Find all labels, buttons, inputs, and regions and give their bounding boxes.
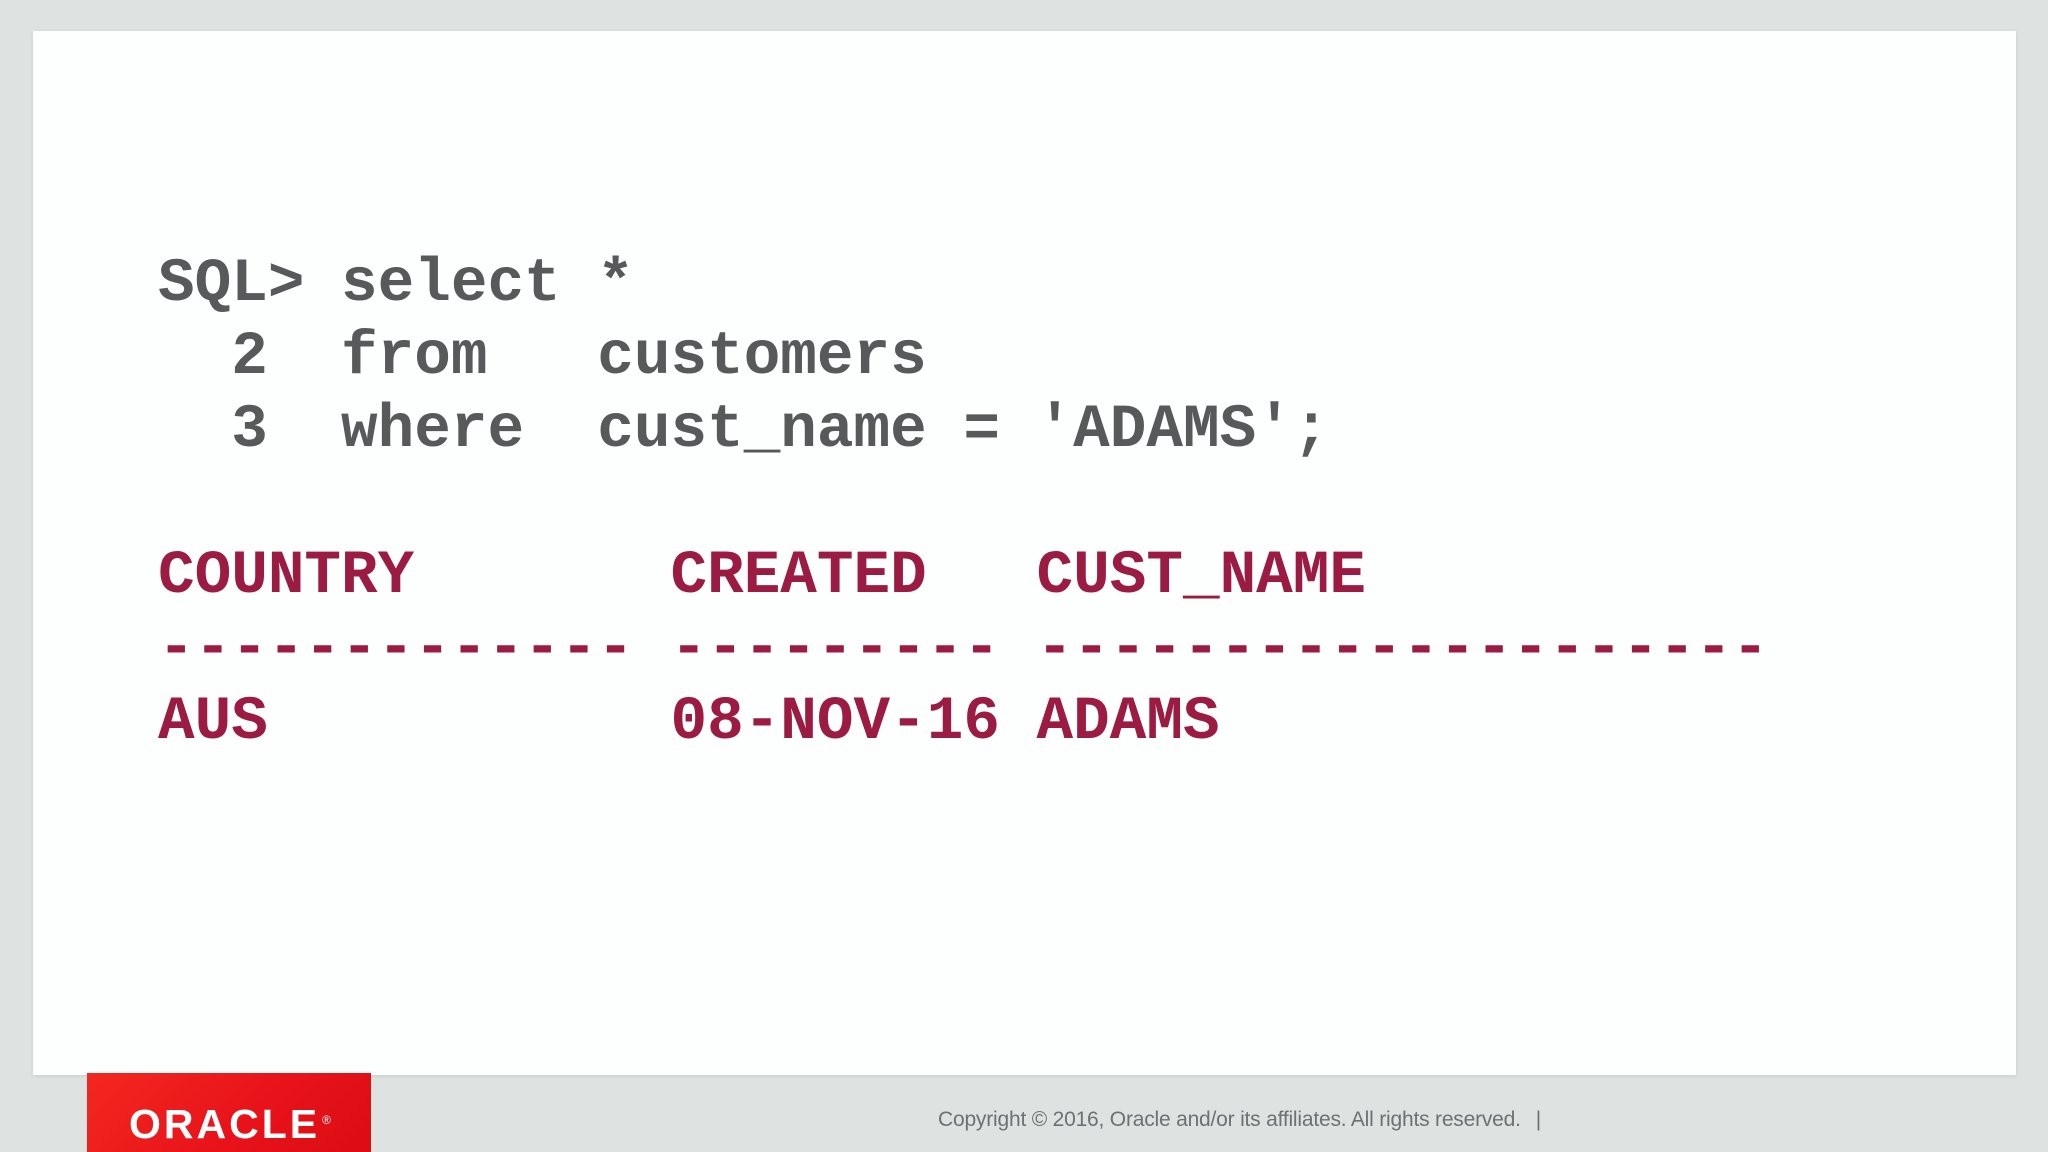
sqlplus-terminal-output: SQL> select * 2 from customers 3 where c… bbox=[158, 248, 1769, 759]
copyright-text: Copyright © 2016, Oracle and/or its affi… bbox=[938, 1108, 1521, 1131]
result-data-row: AUS 08-NOV-16 ADAMS bbox=[158, 688, 1220, 757]
sql-line-1: SQL> select * bbox=[158, 250, 634, 319]
oracle-wordmark: ORACLE bbox=[129, 1100, 321, 1147]
sql-query-block: SQL> select * 2 from customers 3 where c… bbox=[158, 248, 1769, 467]
query-result-block: COUNTRY CREATED CUST_NAME ------------- … bbox=[158, 540, 1769, 759]
footer-divider: | bbox=[1535, 1108, 1542, 1131]
registered-trademark-icon: ® bbox=[322, 1113, 331, 1127]
slide-canvas: SQL> select * 2 from customers 3 where c… bbox=[33, 31, 2016, 1075]
sql-line-3: 3 where cust_name = 'ADAMS'; bbox=[158, 396, 1330, 465]
result-separator-row: ------------- --------- ----------------… bbox=[158, 615, 1769, 684]
sql-line-2: 2 from customers bbox=[158, 323, 927, 392]
footer-copyright-bar: Copyright © 2016, Oracle and/or its affi… bbox=[938, 1106, 1541, 1134]
oracle-logo: ORACLE® bbox=[87, 1073, 371, 1152]
result-header-row: COUNTRY CREATED CUST_NAME bbox=[158, 542, 1366, 611]
